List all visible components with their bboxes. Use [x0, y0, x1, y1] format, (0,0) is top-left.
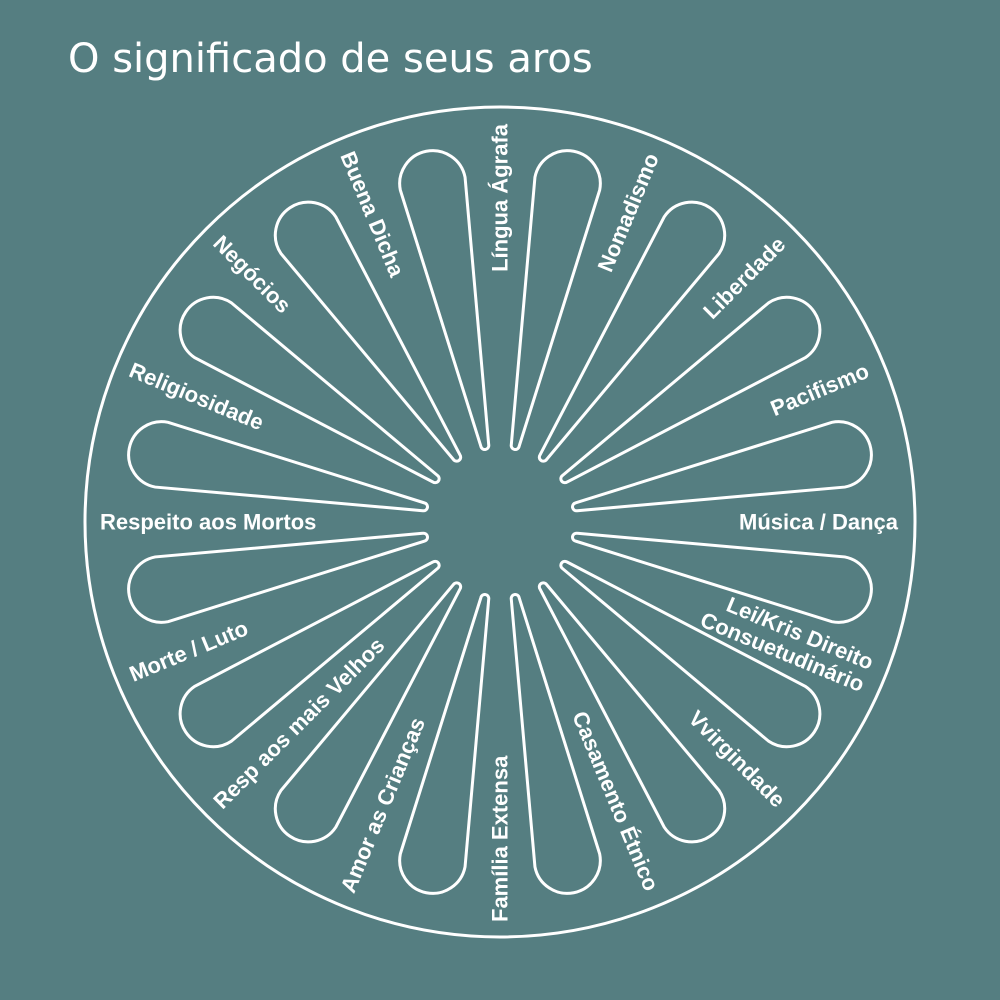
spoke-label-group: Pacifismo [767, 358, 873, 421]
spoke-label: Música / Dança [739, 510, 899, 535]
spoke-label-group: Buena Dicha [335, 148, 409, 281]
spoke-petal [559, 559, 822, 749]
spoke-label: Nomadismo [593, 150, 664, 276]
spoke-petal [537, 200, 727, 463]
spoke-label: Vvirgindade [684, 706, 791, 813]
spoke-label: Negócios [208, 230, 296, 318]
spoke-label-group: Resp aos mais Velhos [208, 633, 389, 814]
spoke-petal [398, 593, 491, 895]
spoke-label: Língua Ágrafa [488, 123, 513, 272]
spoke-label-group: Família Extensa [488, 755, 513, 922]
spoke-petal [571, 420, 873, 513]
spoke-label-group: Negócios [208, 230, 296, 318]
wheel-rim [83, 105, 917, 939]
spoke-label-group: Respeito aos Mortos [100, 510, 316, 535]
spoke-petal [509, 149, 602, 451]
spoke-label-group: Música / Dança [739, 510, 899, 535]
spoke-petal [571, 531, 873, 624]
spoke-petal [127, 420, 429, 513]
spoke-petal [127, 531, 429, 624]
spoke-label: Morte / Luto [126, 615, 252, 686]
spoke-label: Liberdade [698, 232, 790, 324]
spoke-label-group: Vvirgindade [684, 706, 791, 813]
spoke-label: Pacifismo [767, 358, 873, 421]
diagram-title: O significado de seus aros [68, 36, 593, 82]
spoke-petal [178, 559, 441, 749]
spoke-petal [509, 593, 602, 895]
spoke-label-group: Língua Ágrafa [488, 123, 513, 272]
spoke-label-group: Nomadismo [593, 150, 664, 276]
spoke-petal [398, 149, 491, 451]
spoke-label: Buena Dicha [335, 148, 409, 281]
spoke-label-group: Liberdade [698, 232, 790, 324]
spoke-label: Respeito aos Mortos [100, 510, 316, 535]
spoke-petal [537, 581, 727, 844]
spoke-petal [273, 200, 463, 463]
spoke-label-group: Morte / Luto [126, 615, 252, 686]
spoke-petal [559, 295, 822, 485]
spoke-label: Resp aos mais Velhos [208, 633, 389, 814]
spoke-petal [178, 295, 441, 485]
spoke-petal [273, 581, 463, 844]
spoke-label: Família Extensa [488, 755, 513, 922]
